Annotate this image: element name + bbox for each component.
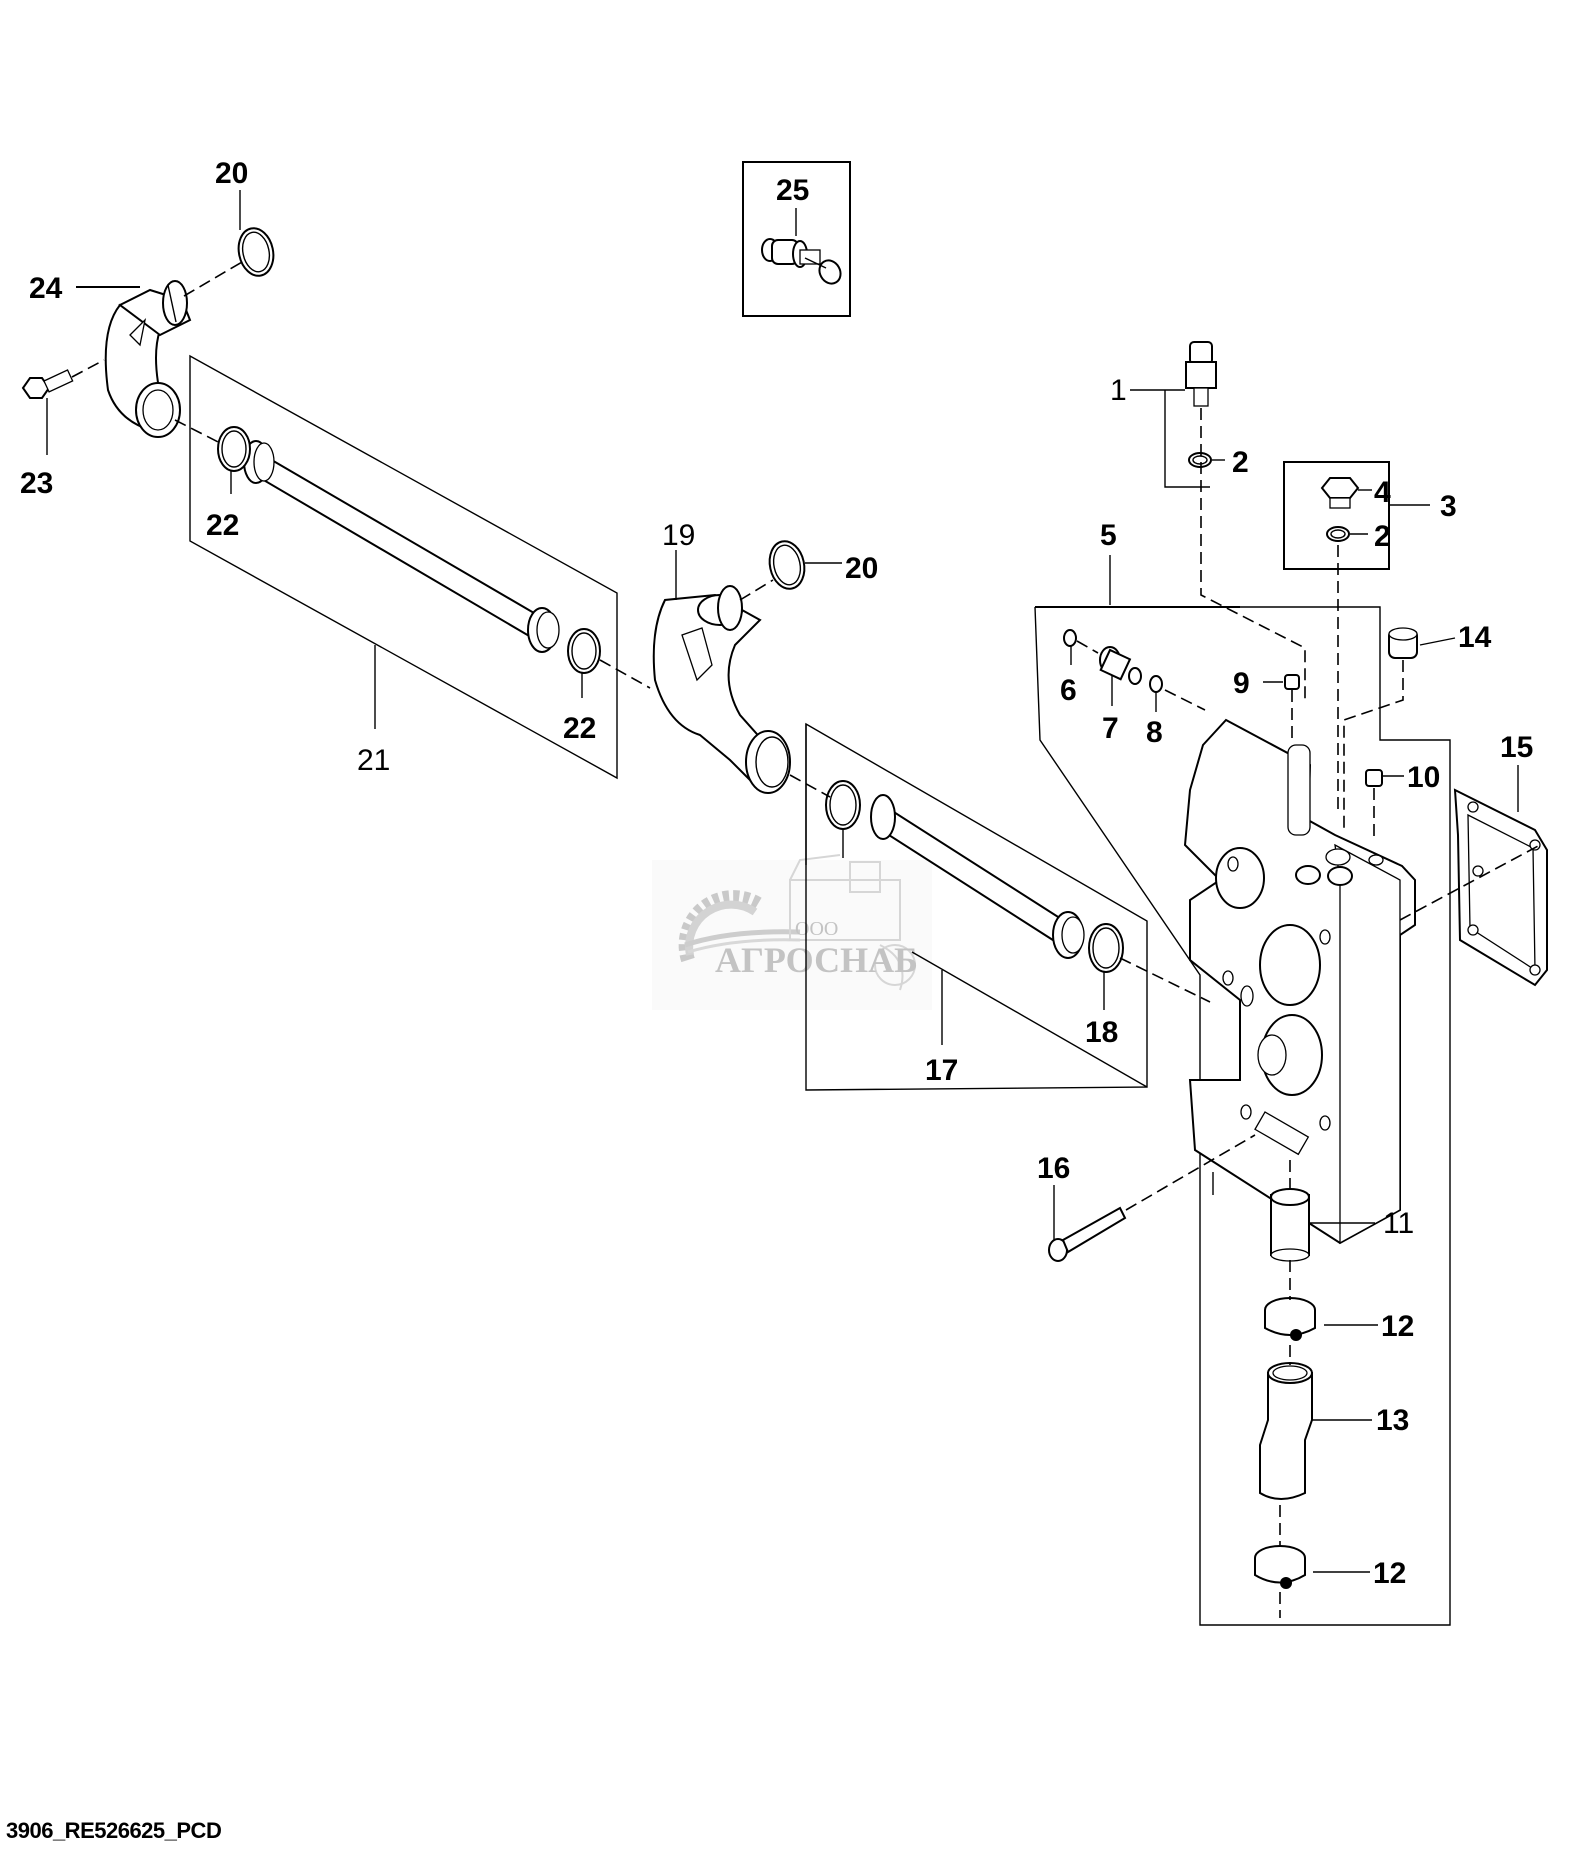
leader-dash	[739, 579, 774, 601]
callout-15: 15	[1500, 731, 1533, 764]
callout-20-mid: 20	[845, 552, 878, 585]
callout-19: 19	[662, 519, 695, 552]
callout-14: 14	[1458, 621, 1492, 654]
callout-11: 11	[1383, 1207, 1414, 1240]
part-19-elbow	[652, 550, 791, 794]
callout-13: 13	[1376, 1404, 1409, 1437]
callout-7: 7	[1102, 712, 1119, 745]
callout-1: 1	[1110, 374, 1127, 407]
part-6-o-ring	[1063, 629, 1077, 665]
part-16-bolt	[1048, 1185, 1127, 1262]
callout-6: 6	[1060, 674, 1077, 707]
part-25-plug-icon	[761, 238, 842, 285]
part-11-sleeve	[1270, 1188, 1375, 1262]
callout-25: 25	[776, 174, 809, 207]
part-9-screw	[1263, 674, 1300, 690]
leader-dash	[1399, 844, 1541, 921]
watermark-name: АГРОСНАБ	[715, 940, 918, 980]
callout-20-top: 20	[215, 157, 248, 190]
callout-22-left: 22	[206, 509, 239, 542]
part-20-o-ring-mid	[768, 540, 842, 590]
part-20-o-ring-top	[237, 190, 275, 277]
callout-5: 5	[1100, 519, 1117, 552]
part-7-fitting	[1099, 646, 1142, 706]
part-2-washer-a	[1188, 452, 1225, 468]
callout-3: 3	[1440, 490, 1457, 523]
part-10-screw	[1365, 769, 1404, 787]
part-24-elbow	[76, 280, 192, 438]
part-5-assembly-outline	[1034, 555, 1451, 1626]
leader-dash	[1200, 408, 1306, 700]
part-13-hose	[1259, 1362, 1372, 1500]
leader-dash	[789, 774, 831, 798]
leader-dash	[1343, 660, 1404, 830]
leader-dash	[1125, 1134, 1256, 1211]
callout-17: 17	[925, 1054, 958, 1087]
part-21-tube-panel	[189, 354, 618, 780]
part-3-plug-kit-box	[1283, 461, 1430, 570]
part-12-clamp-lower	[1254, 1545, 1370, 1589]
callout-21: 21	[357, 744, 390, 777]
leader-dash	[71, 359, 105, 378]
part-15-gasket	[1453, 765, 1548, 987]
callout-22-right: 22	[563, 712, 596, 745]
part-12-clamp-upper	[1264, 1297, 1378, 1341]
watermark-prefix: ООО	[795, 918, 838, 940]
leader-dash	[174, 419, 229, 448]
callout-8: 8	[1146, 716, 1163, 749]
diagram-caption: 3906_RE526625_PCD	[6, 1818, 222, 1843]
callout-18: 18	[1085, 1016, 1118, 1049]
watermark-logo: ООО АГРОСНАБ	[652, 854, 932, 1010]
part-23-bolt	[21, 369, 74, 455]
callout-2-upper: 2	[1232, 446, 1249, 479]
callout-16: 16	[1037, 1152, 1070, 1185]
leader-dash	[183, 254, 255, 297]
leader-dash	[599, 659, 651, 689]
part-17-tube-panel	[805, 722, 1148, 1091]
part-14-cap	[1388, 627, 1456, 659]
leader-dash	[1076, 640, 1099, 654]
part-1-sensor	[1130, 341, 1217, 488]
callout-24: 24	[29, 272, 63, 305]
part-8-o-ring	[1149, 675, 1163, 712]
leader-dash	[1119, 957, 1211, 1003]
callout-23: 23	[20, 467, 53, 500]
callout-12-lower: 12	[1373, 1557, 1406, 1590]
callout-4: 4	[1374, 476, 1391, 509]
thermostat-housing	[1183, 718, 1416, 1245]
callout-2-lower: 2	[1374, 520, 1391, 553]
part-25-box	[742, 161, 851, 317]
callout-9: 9	[1233, 667, 1250, 700]
callout-12-upper: 12	[1381, 1310, 1414, 1343]
callout-10: 10	[1407, 761, 1440, 794]
leader-dash	[1164, 689, 1206, 711]
